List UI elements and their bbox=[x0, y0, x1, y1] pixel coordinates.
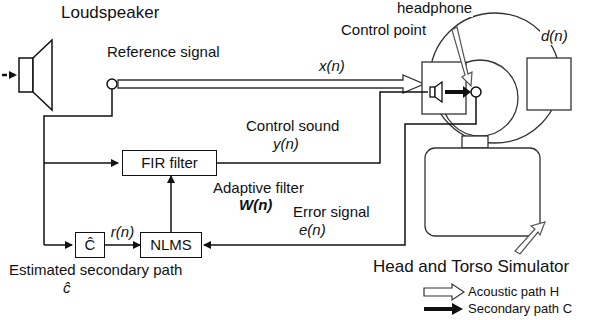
headphone-speaker bbox=[430, 82, 442, 102]
signal-label: Estimated secondary path bbox=[8, 262, 183, 279]
acoustic-path-arrow bbox=[118, 75, 424, 93]
reference-wire bbox=[44, 244, 72, 246]
legend-swatch bbox=[424, 307, 454, 311]
signal-label: Error signal bbox=[292, 204, 371, 221]
secondary-path-arrow bbox=[463, 86, 471, 98]
hats-pointer bbox=[515, 222, 545, 254]
error-wire bbox=[204, 97, 476, 245]
box-text: FIR filter bbox=[141, 155, 198, 172]
legend-swatch bbox=[452, 303, 463, 315]
signal-arrow bbox=[170, 176, 172, 232]
signal-label: headphone bbox=[396, 0, 473, 17]
signal-label: Adaptive filter bbox=[212, 180, 305, 197]
legend-text: Acoustic path H bbox=[468, 285, 559, 299]
signal-label: d(n) bbox=[540, 28, 569, 45]
reference-microphone bbox=[107, 79, 117, 89]
box-text: Ĉ bbox=[85, 237, 96, 254]
signal-label: Reference signal bbox=[106, 44, 221, 61]
reference-wire bbox=[44, 89, 112, 245]
signal-label: x(n) bbox=[318, 58, 346, 75]
signal-label: Head and Torso Simulator bbox=[372, 258, 570, 277]
signal-label: Loudspeaker bbox=[60, 4, 160, 23]
box-text: NLMS bbox=[150, 237, 192, 254]
signal-label: Control point bbox=[340, 22, 427, 39]
edge-label: r(n) bbox=[110, 224, 135, 241]
legend-text: Secondary path C bbox=[468, 302, 572, 316]
signal-label: Control sound bbox=[245, 118, 340, 135]
process-box: Ĉ bbox=[75, 232, 105, 258]
signal-label: y(n) bbox=[272, 136, 300, 153]
secondary-path-arrow bbox=[445, 90, 466, 94]
control-sound-wire bbox=[217, 92, 428, 163]
control-point-pointer bbox=[452, 27, 472, 86]
legend-swatch bbox=[424, 284, 464, 300]
signal-arrow bbox=[105, 244, 140, 246]
signal-label: ĉ bbox=[62, 280, 72, 297]
loudspeaker-symbol bbox=[2, 40, 52, 110]
signal-label: W(n) bbox=[238, 197, 273, 214]
process-box: FIR filter bbox=[122, 150, 217, 176]
reference-wire bbox=[44, 162, 118, 164]
process-box: NLMS bbox=[140, 232, 202, 258]
signal-label: e(n) bbox=[298, 222, 327, 239]
control-point-microphone bbox=[471, 87, 481, 97]
